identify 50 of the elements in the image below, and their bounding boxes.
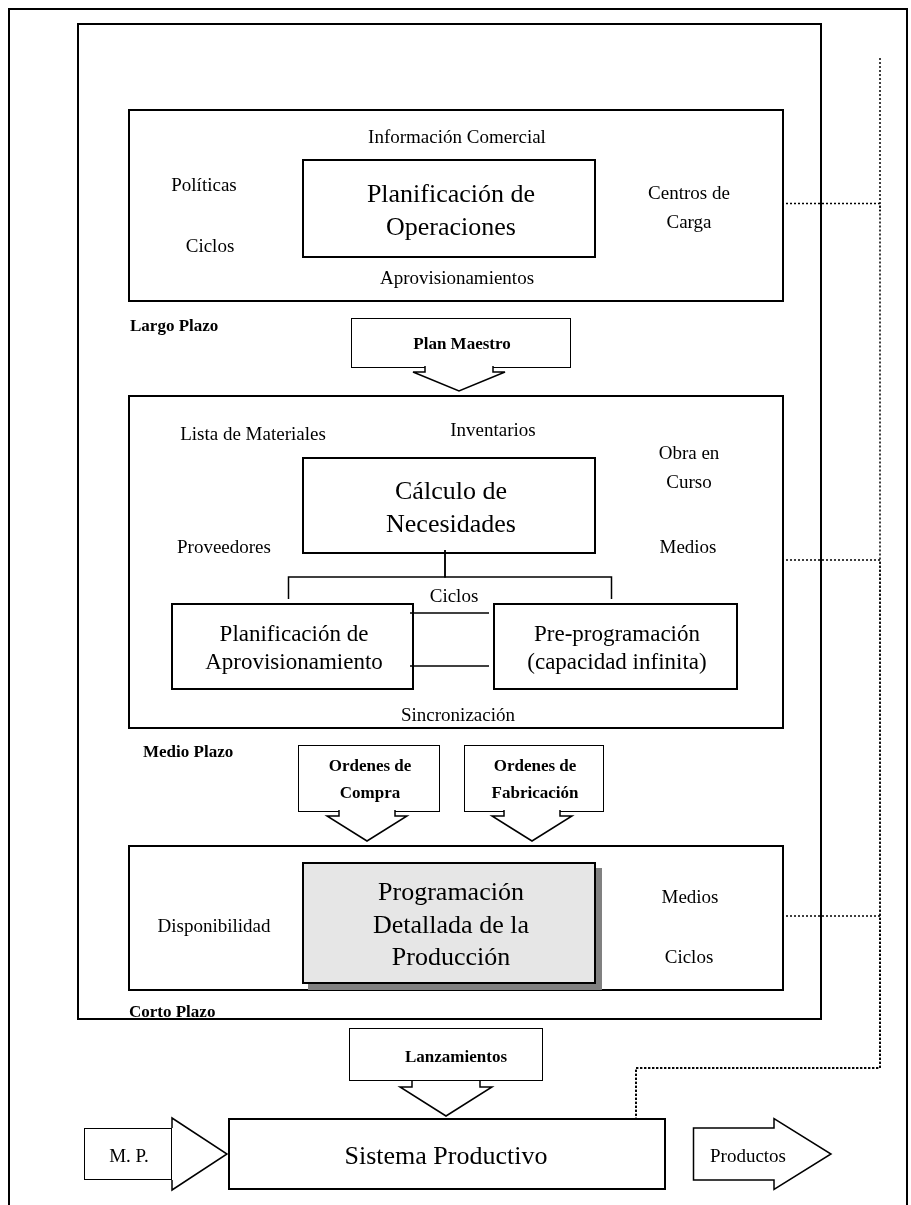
process-title: Cálculo de Necesidades [385,474,517,539]
horizon-label: Largo Plazo [130,315,220,338]
info-label: Información Comercial [367,124,547,149]
block-arrow-head [397,1080,495,1117]
info-label: Obra en Curso [657,440,721,493]
process-box [302,457,596,554]
block-arrow-head [171,1116,229,1192]
connector-line [409,665,490,667]
info-label: Ciclos [663,944,715,969]
block-arrow-body [464,745,604,812]
arrow-text: Plan Maestro [412,333,512,356]
info-label: Centros de Carga [647,180,731,234]
block-arrow-head [412,365,506,392]
block-arrow-body [351,318,571,368]
process-title: Sistema Productivo [343,1139,549,1172]
connector-line [444,549,613,600]
process-title: Programación Detallada de la Producción [372,876,530,974]
process-title: Pre-programación (capacidad infinita) [526,620,708,676]
arrow-text: Lanzamientos [404,1046,508,1069]
outer-box [77,23,822,1020]
connector-line [409,612,490,614]
arrow-text: Ordenes de Fabricación [490,754,580,804]
process-box [171,603,414,690]
block-arrow-body [349,1028,543,1081]
arrow-text: Ordenes de Compra [327,754,413,804]
process-box [228,1118,666,1190]
info-label: Proveedores [176,534,272,559]
process-title: Planificación de Operaciones [365,177,537,242]
process-box [493,603,738,690]
arrow-text: M. P. [108,1143,150,1168]
info-label: Inventarios [449,417,537,442]
info-label: Medios [660,884,720,909]
arrow-text: Productos [709,1143,787,1168]
block-arrow-head [489,809,575,842]
block-arrow-head [324,809,410,842]
horizon-label: Corto Plazo [129,1001,217,1024]
info-label: Medios [658,534,718,559]
info-label: Disponibilidad [156,913,272,938]
dotted-connector [635,915,881,1119]
info-label: Sincronización [400,702,516,727]
block-arrow-body [84,1128,172,1180]
process-box [302,159,596,258]
info-label: Lista de Materiales [179,421,327,446]
process-title: Planificación de Aprovisionamiento [204,620,384,676]
info-label: Aprovisionamientos [378,265,536,290]
block-arrow [693,1118,831,1190]
horizon-label: Medio Plazo [143,741,235,764]
info-label: Políticas [170,172,238,197]
block-arrow-body [298,745,440,812]
info-label: Ciclos [184,233,236,258]
